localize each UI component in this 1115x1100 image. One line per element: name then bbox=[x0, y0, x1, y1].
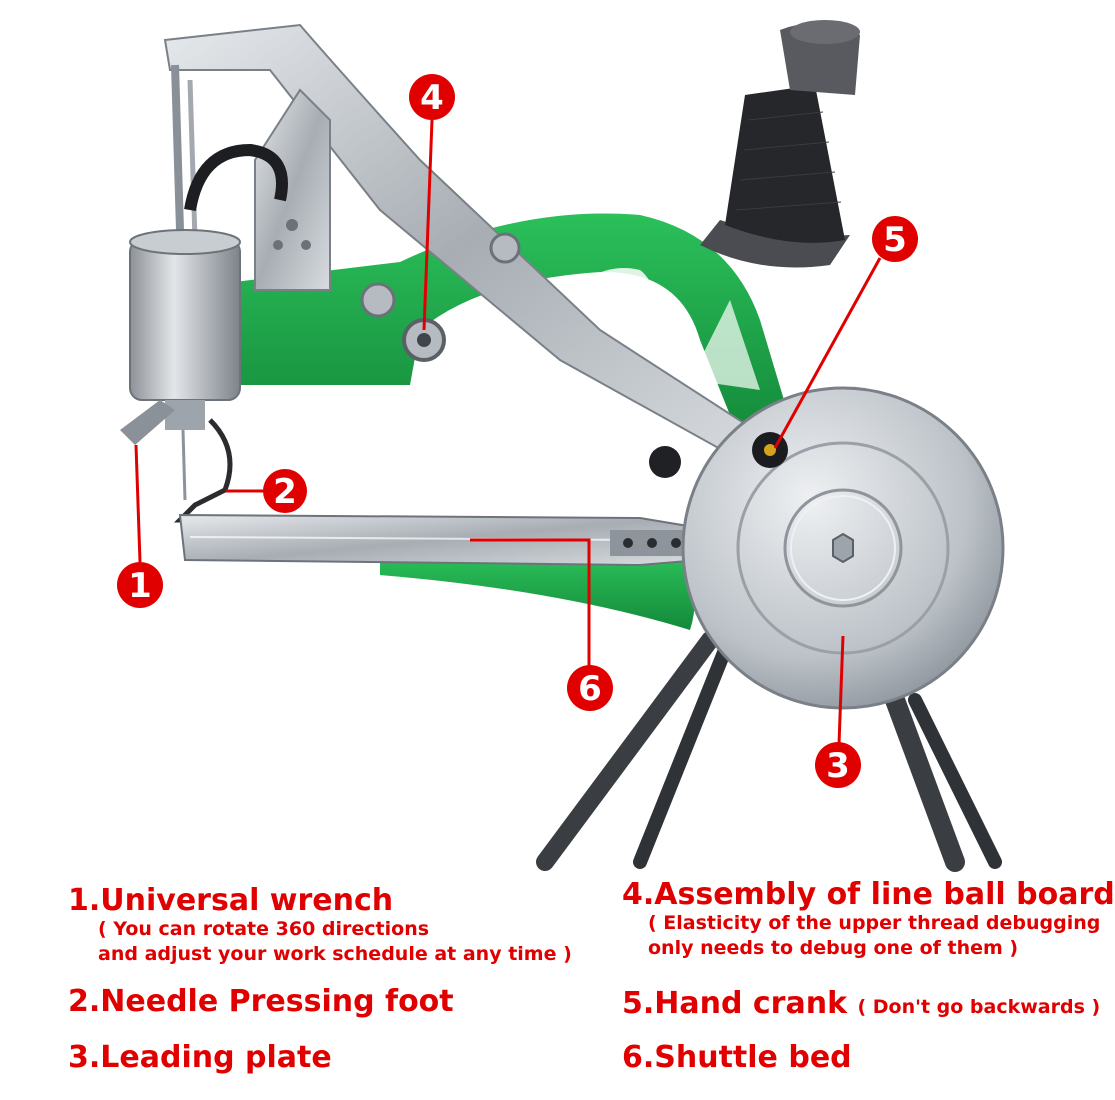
legend-item-3: 3.Leading plate bbox=[68, 1042, 332, 1074]
stand-legs bbox=[536, 631, 1002, 872]
legend-item-4-note-1: ( Elasticity of the upper thread debuggi… bbox=[648, 911, 1101, 934]
legend-item-1-note-1: ( You can rotate 360 directions bbox=[98, 917, 430, 940]
legend-item-2-title: 2.Needle Pressing foot bbox=[68, 984, 454, 1019]
leader-line-6 bbox=[470, 538, 591, 668]
marker-3: 3 bbox=[815, 742, 861, 788]
legend-item-4-note-2: only needs to debug one of them ) bbox=[648, 937, 1019, 960]
marker-6: 6 bbox=[567, 665, 613, 711]
bobbin-knob bbox=[649, 446, 681, 478]
hand-crank-knob bbox=[752, 432, 788, 468]
marker-5: 5 bbox=[872, 216, 918, 262]
marker-2-label: 2 bbox=[273, 472, 297, 512]
marker-1-label: 1 bbox=[128, 566, 152, 606]
legend-item-3-title: 3.Leading plate bbox=[68, 1040, 332, 1075]
legend-item-5-inline-note: ( Don't go backwards ) bbox=[857, 996, 1101, 1018]
leader-line-4 bbox=[422, 119, 434, 331]
marker-2: 2 bbox=[263, 469, 307, 513]
leader-line-3 bbox=[837, 635, 845, 745]
legend-item-6-title: 6.Shuttle bed bbox=[622, 1040, 852, 1075]
leader-line-1 bbox=[134, 444, 142, 563]
marker-4-label: 4 bbox=[420, 78, 444, 118]
marker-5-label: 5 bbox=[883, 220, 907, 260]
legend-item-5-title: 5.Hand crank bbox=[622, 986, 848, 1021]
tension-knobs bbox=[360, 232, 521, 362]
green-frame bbox=[210, 213, 790, 630]
shuttle-bed-horn bbox=[178, 513, 701, 567]
marker-4: 4 bbox=[409, 74, 455, 120]
machine-illustration: 1 2 3 4 5 6 bbox=[117, 20, 1005, 872]
legend-item-5: 5.Hand crank ( Don't go backwards ) bbox=[622, 988, 1100, 1020]
legend-item-1-note-2: and adjust your work schedule at any tim… bbox=[98, 943, 572, 966]
marker-6-label: 6 bbox=[578, 669, 602, 709]
legend-item-4: 4.Assembly of line ball board ( Elastici… bbox=[622, 879, 1115, 962]
legend-item-2: 2.Needle Pressing foot bbox=[68, 986, 454, 1018]
marker-3-label: 3 bbox=[826, 746, 850, 786]
thread-spool bbox=[700, 20, 860, 268]
marker-1: 1 bbox=[117, 562, 163, 608]
legend-item-4-title: 4.Assembly of line ball board bbox=[622, 877, 1115, 912]
head-cylinder bbox=[120, 229, 241, 523]
tension-plate bbox=[254, 88, 331, 291]
legend-item-6: 6.Shuttle bed bbox=[622, 1042, 852, 1074]
leader-line-5 bbox=[773, 257, 882, 449]
leader-lines bbox=[134, 119, 882, 745]
legend-item-1: 1.Universal wrench ( You can rotate 360 … bbox=[68, 885, 572, 968]
hand-wheel bbox=[681, 386, 1005, 710]
upper-lever-arm bbox=[163, 23, 772, 462]
legend-item-1-title: 1.Universal wrench bbox=[68, 883, 394, 918]
thread-hose bbox=[184, 143, 288, 212]
